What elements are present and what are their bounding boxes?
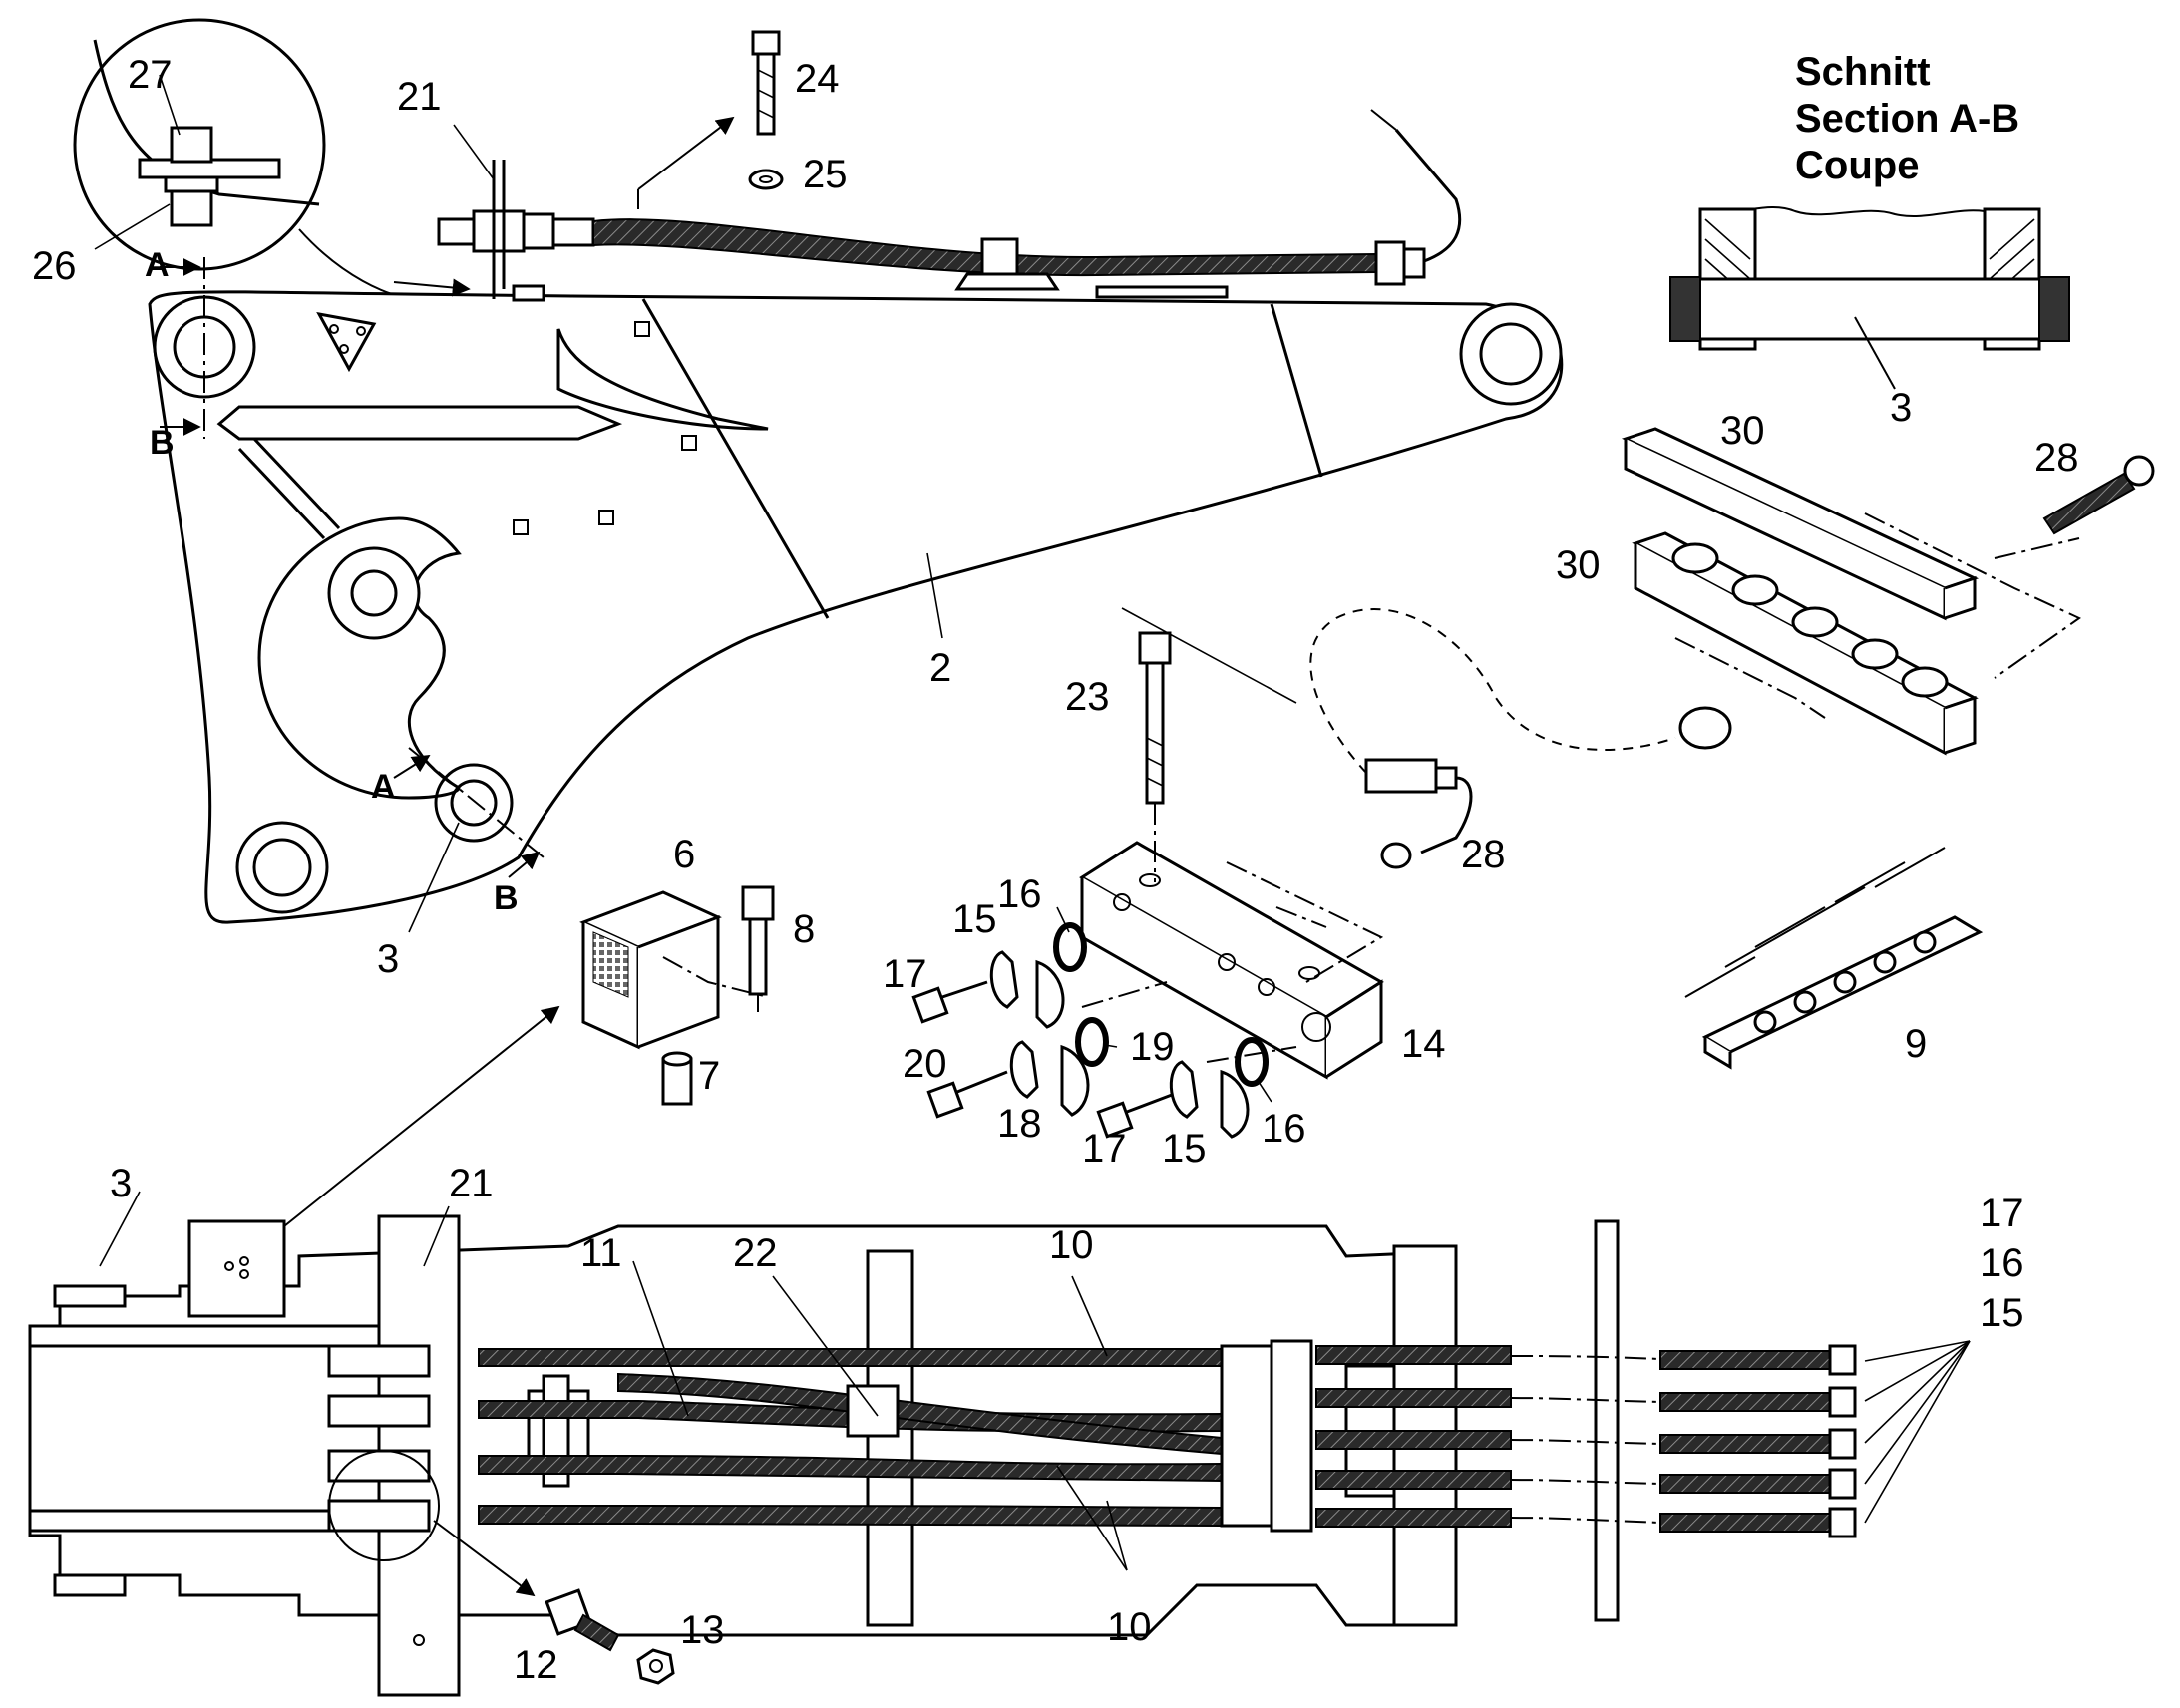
bolt-8 xyxy=(741,885,775,1012)
callout-26: 26 xyxy=(32,244,77,288)
section-title-fr: Coupe xyxy=(1795,144,1919,187)
callout-23: 23 xyxy=(1065,675,1110,719)
fitting-28 xyxy=(1364,706,1732,869)
o-ring-16-right xyxy=(1235,1037,1269,1087)
bolt-28 xyxy=(2042,455,2155,535)
callout-16-right: 16 xyxy=(1262,1107,1306,1151)
callout-9: 9 xyxy=(1905,1022,1927,1066)
bolt-23 xyxy=(1138,631,1172,805)
boom-arm xyxy=(148,290,1564,924)
callout-17-right: 17 xyxy=(1980,1192,2024,1235)
callout-15-right-stack: 15 xyxy=(1980,1291,2024,1335)
boom-side-view xyxy=(28,1214,1620,1697)
callout-28-top: 28 xyxy=(2034,436,2079,480)
callout-30-bottom: 30 xyxy=(1556,543,1601,587)
section-a-b-view xyxy=(1669,206,2070,390)
callout-10-bottom: 10 xyxy=(1107,1605,1152,1649)
callout-2: 2 xyxy=(929,646,951,690)
callout-17-left: 17 xyxy=(883,952,927,996)
top-hose-assembly xyxy=(437,109,1462,302)
leader-lines xyxy=(94,74,1971,1571)
bolt-17-left xyxy=(911,980,988,1024)
cut-mark-b-top: B xyxy=(150,424,175,462)
callout-3-bottom: 3 xyxy=(110,1162,132,1205)
bolt-24 xyxy=(748,30,784,190)
callout-10-top: 10 xyxy=(1049,1223,1094,1267)
nut-13 xyxy=(636,1648,675,1685)
flange-half-18 xyxy=(1009,1040,1090,1117)
callout-27: 27 xyxy=(128,53,173,97)
o-ring-19 xyxy=(1075,1017,1109,1067)
fitting-rail-9 xyxy=(1684,847,1984,1070)
callout-24: 24 xyxy=(795,57,840,101)
callout-21-bottom: 21 xyxy=(449,1162,494,1205)
callout-15-mid: 15 xyxy=(1162,1127,1207,1171)
o-ring-16-left xyxy=(1053,922,1087,972)
callout-21-top: 21 xyxy=(397,75,442,119)
callout-19: 19 xyxy=(1130,1025,1175,1069)
callout-3-section: 3 xyxy=(1890,386,1912,430)
callout-11: 11 xyxy=(580,1231,622,1275)
bolt-17-mid xyxy=(1096,1093,1173,1139)
callout-3-top: 3 xyxy=(377,937,399,981)
callout-13: 13 xyxy=(680,1608,725,1652)
section-title-de: Schnitt xyxy=(1795,50,1931,94)
callout-16-right-stack: 16 xyxy=(1980,1241,2024,1285)
callout-20: 20 xyxy=(903,1042,947,1086)
section-title-en: Section A-B xyxy=(1795,97,2019,141)
callout-6: 6 xyxy=(673,833,695,876)
callout-16-left: 16 xyxy=(997,872,1042,916)
callout-15-left: 15 xyxy=(952,897,997,941)
callout-28-mid: 28 xyxy=(1461,833,1506,876)
callout-8: 8 xyxy=(793,907,815,951)
detail-circle-bolt xyxy=(73,18,420,300)
callout-12: 12 xyxy=(514,1643,558,1687)
callout-30-top: 30 xyxy=(1720,409,1765,453)
callout-17-mid: 17 xyxy=(1082,1127,1127,1171)
hose-bundle xyxy=(327,1339,1857,1538)
callout-7: 7 xyxy=(698,1054,720,1098)
clamp-30 xyxy=(1621,427,1980,756)
manifold-block-14 xyxy=(1079,841,1384,1080)
bolt-20 xyxy=(926,1070,1008,1119)
cut-mark-a-top: A xyxy=(145,246,170,284)
callout-18: 18 xyxy=(997,1102,1042,1146)
cut-mark-b-bottom: B xyxy=(494,879,519,917)
sensor-box-6 xyxy=(579,890,769,1106)
flange-half-15-right xyxy=(1169,1060,1250,1139)
bolt-12 xyxy=(545,1588,620,1652)
callout-14: 14 xyxy=(1401,1022,1446,1066)
cut-mark-a-bottom: A xyxy=(371,768,396,806)
callout-22: 22 xyxy=(733,1231,778,1275)
flange-half-15-left xyxy=(989,950,1065,1029)
callout-25: 25 xyxy=(803,153,848,196)
